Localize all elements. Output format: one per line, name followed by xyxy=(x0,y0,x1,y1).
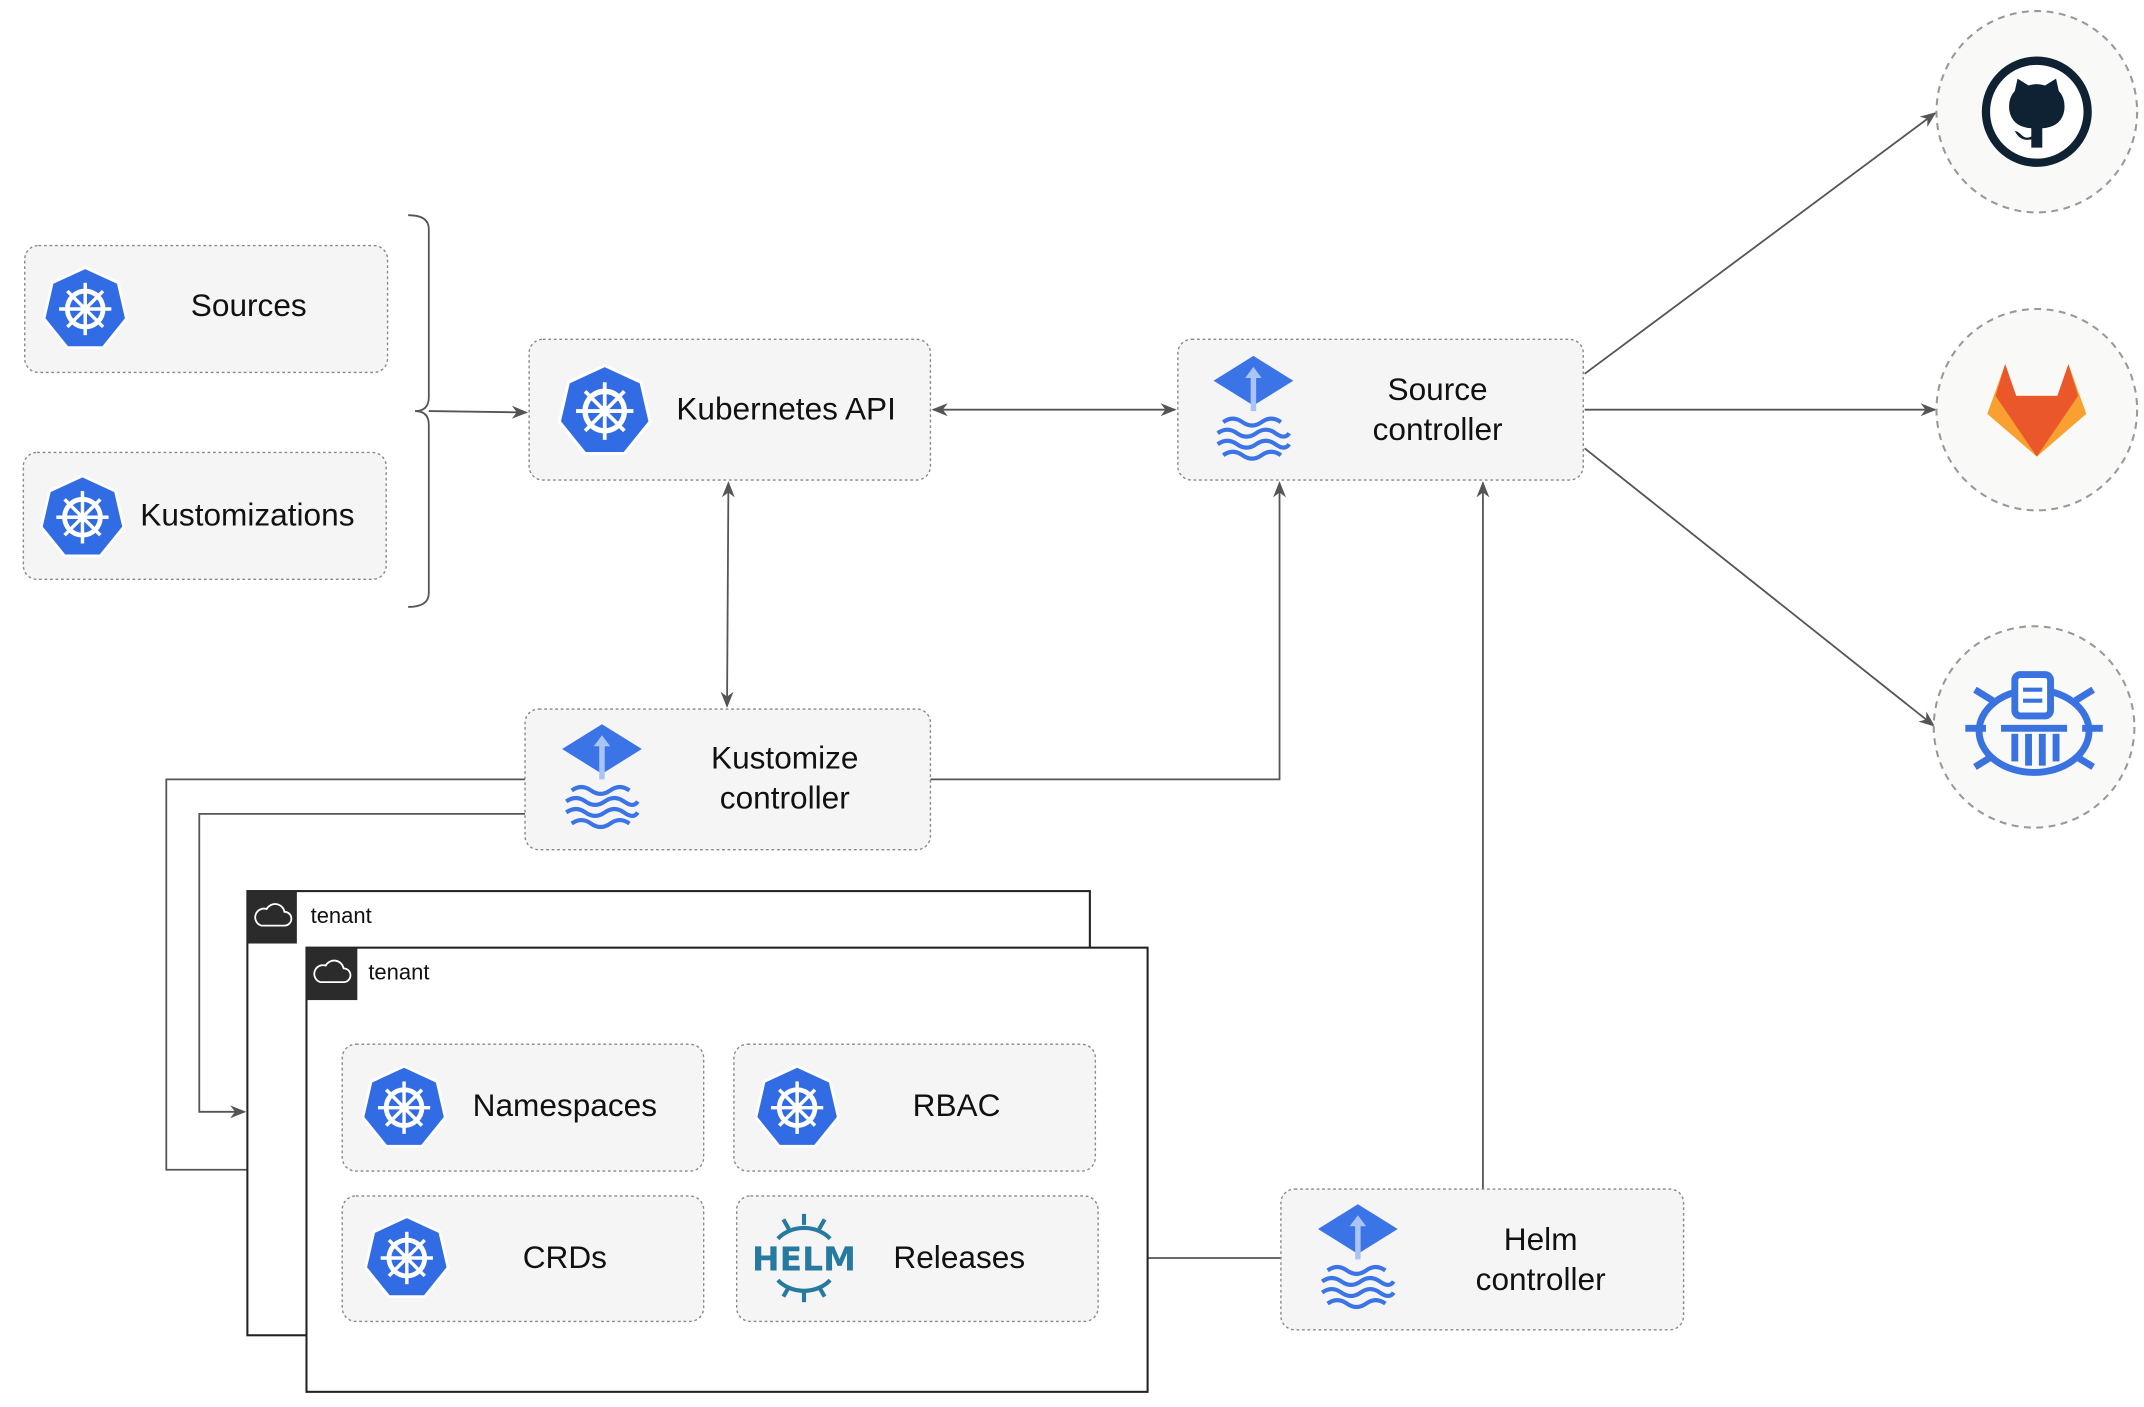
helm-icon: HELM xyxy=(752,1213,856,1303)
edge-kustomize-to-tenant-front xyxy=(165,778,526,1177)
source-controller-label-line2: controller xyxy=(1373,411,1503,447)
kubernetes-api-node[interactable]: Kubernetes API xyxy=(528,338,932,481)
kustomize-controller-node[interactable]: Kustomize controller xyxy=(524,708,932,851)
bucket-node[interactable] xyxy=(1932,625,2136,829)
tenant-label: tenant xyxy=(311,903,372,928)
source-controller-node[interactable]: Source controller xyxy=(1177,338,1584,481)
helm-controller-label-line1: Helm xyxy=(1504,1221,1578,1257)
edge-kustomize-to-source xyxy=(930,481,1286,781)
edge-inputs-to-api xyxy=(428,405,528,419)
helm-controller-label-line2: controller xyxy=(1476,1261,1606,1297)
github-node[interactable] xyxy=(1935,10,2139,214)
cloud-icon xyxy=(254,903,293,927)
releases-label: Releases xyxy=(893,1239,1025,1275)
kubernetes-icon xyxy=(44,268,126,348)
kubernetes-icon xyxy=(756,1066,838,1146)
kubernetes-icon xyxy=(366,1217,448,1297)
rbac-node[interactable]: RBAC xyxy=(733,1043,1097,1172)
gitlab-icon xyxy=(1987,364,2087,457)
namespaces-node[interactable]: Namespaces xyxy=(341,1043,705,1172)
sources-label: Sources xyxy=(191,287,307,323)
edge-source-to-bucket xyxy=(1584,447,1935,727)
kustomize-controller-label-line1: Kustomize xyxy=(711,739,859,775)
gitlab-node[interactable] xyxy=(1935,307,2139,512)
kustomize-controller-label-line2: controller xyxy=(720,779,850,815)
kubernetes-icon xyxy=(363,1066,445,1146)
github-icon xyxy=(1981,56,2092,167)
crds-label: CRDs xyxy=(523,1239,607,1275)
kubernetes-api-label: Kubernetes API xyxy=(676,390,896,426)
source-controller-label-line1: Source xyxy=(1388,371,1488,407)
edge-source-to-github xyxy=(1584,112,1937,375)
sources-node[interactable]: Sources xyxy=(24,244,389,374)
namespaces-label: Namespaces xyxy=(473,1087,657,1123)
kubernetes-icon xyxy=(559,366,650,454)
crds-node[interactable]: CRDs xyxy=(341,1195,705,1323)
grouping-bracket xyxy=(408,214,430,608)
releases-node[interactable]: HELM Releases xyxy=(735,1195,1099,1323)
helm-logo-text: HELM xyxy=(752,1239,856,1278)
cloud-icon xyxy=(313,959,352,984)
rbac-label: RBAC xyxy=(913,1087,1001,1123)
helm-controller-node[interactable]: Helm controller xyxy=(1280,1188,1685,1331)
kustomizations-label: Kustomizations xyxy=(140,497,354,533)
tenant-label: tenant xyxy=(368,960,429,985)
kubernetes-icon xyxy=(41,476,123,556)
bucket-icon xyxy=(1965,671,2103,776)
kustomizations-node[interactable]: Kustomizations xyxy=(22,451,387,581)
edge-kustomize-to-tenant-back xyxy=(198,812,526,1119)
edge-api-kustomize xyxy=(720,481,735,708)
